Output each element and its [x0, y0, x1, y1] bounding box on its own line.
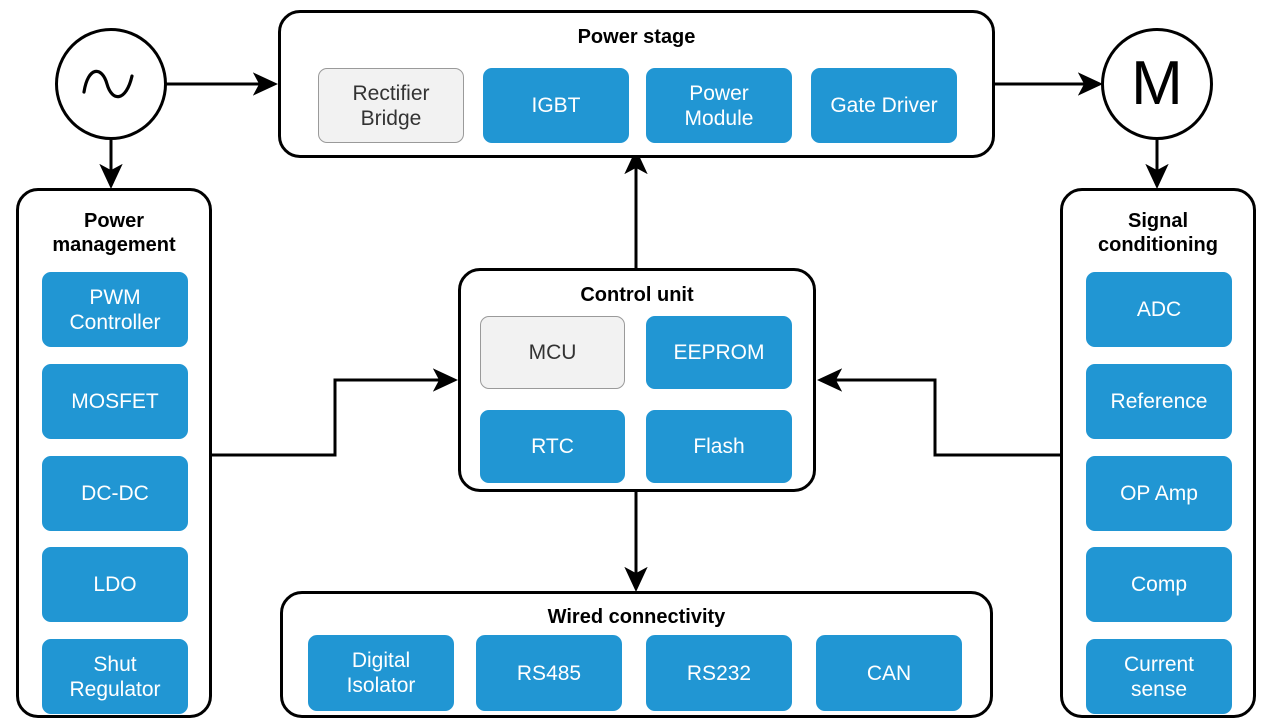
block-pwm-controller[interactable]: PWM Controller	[42, 272, 188, 347]
sine-wave-icon	[82, 69, 134, 99]
block-igbt[interactable]: IGBT	[483, 68, 629, 143]
block-rectifier-bridge[interactable]: Rectifier Bridge	[318, 68, 464, 143]
ac-source-symbol	[55, 28, 167, 140]
connector-signal-conditioning-to-control-unit	[817, 368, 1062, 457]
group-wired-connectivity: Wired connectivity Digital Isolator RS48…	[280, 591, 993, 718]
block-op-amp[interactable]: OP Amp	[1086, 456, 1232, 531]
block-current-sense[interactable]: Current sense	[1086, 639, 1232, 714]
block-rs485[interactable]: RS485	[476, 635, 622, 711]
block-mosfet[interactable]: MOSFET	[42, 364, 188, 439]
block-comp[interactable]: Comp	[1086, 547, 1232, 622]
group-power-stage: Power stage Rectifier Bridge IGBT Power …	[278, 10, 995, 158]
signal-conditioning-title: Signal conditioning	[1098, 210, 1218, 256]
power-management-title: Power management	[52, 210, 176, 256]
block-mcu[interactable]: MCU	[480, 316, 625, 389]
block-gate-driver[interactable]: Gate Driver	[811, 68, 957, 143]
motor-symbol: M	[1101, 28, 1213, 140]
group-signal-conditioning: Signal conditioning ADC Reference OP Amp…	[1060, 188, 1256, 718]
block-rs232[interactable]: RS232	[646, 635, 792, 711]
block-digital-isolator[interactable]: Digital Isolator	[308, 635, 454, 711]
group-power-management: Power management PWM Controller MOSFET D…	[16, 188, 212, 718]
wired-connectivity-title: Wired connectivity	[547, 606, 726, 628]
block-flash[interactable]: Flash	[646, 410, 792, 483]
group-control-unit: Control unit MCU EEPROM RTC Flash	[458, 268, 816, 492]
block-rtc[interactable]: RTC	[480, 410, 625, 483]
block-dc-dc[interactable]: DC-DC	[42, 456, 188, 531]
block-reference[interactable]: Reference	[1086, 364, 1232, 439]
power-stage-title: Power stage	[577, 26, 696, 48]
block-shut-regulator[interactable]: Shut Regulator	[42, 639, 188, 714]
block-eeprom[interactable]: EEPROM	[646, 316, 792, 389]
block-adc[interactable]: ADC	[1086, 272, 1232, 347]
block-ldo[interactable]: LDO	[42, 547, 188, 622]
connector-power-management-to-control-unit	[212, 368, 458, 457]
block-can[interactable]: CAN	[816, 635, 962, 711]
control-unit-title: Control unit	[580, 284, 694, 306]
motor-label: M	[1131, 49, 1183, 118]
block-power-module[interactable]: Power Module	[646, 68, 792, 143]
